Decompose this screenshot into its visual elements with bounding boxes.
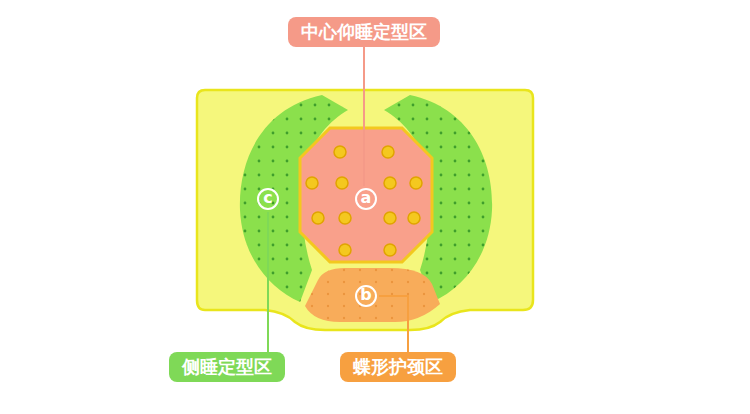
gold-bump	[382, 146, 394, 158]
gold-bump	[339, 244, 351, 256]
zone-label: 蝶形护颈区	[340, 352, 456, 382]
zone-label: 侧睡定型区	[169, 352, 285, 382]
gold-bump	[334, 146, 346, 158]
gold-bump	[336, 177, 348, 189]
gold-bump	[384, 244, 396, 256]
callout-letter-text: b	[360, 287, 371, 303]
zone-label-text: 中心仰睡定型区	[301, 20, 427, 44]
gold-bump	[312, 212, 324, 224]
gold-bump	[384, 212, 396, 224]
zone-label-text: 侧睡定型区	[182, 355, 272, 379]
callout-letter-text: a	[361, 190, 372, 206]
leader-line	[379, 296, 408, 352]
gold-bump	[408, 212, 420, 224]
butterfly-neck-dots	[305, 268, 440, 322]
gold-bump	[410, 177, 422, 189]
gold-bump	[306, 177, 318, 189]
zone-label-text: 蝶形护颈区	[353, 355, 443, 379]
zone-label: 中心仰睡定型区	[288, 17, 440, 47]
callout-letter: c	[257, 188, 279, 210]
center-back-sleep-zone	[300, 128, 432, 262]
gold-bump	[339, 212, 351, 224]
leader-line	[363, 47, 365, 186]
butterfly-neck-zone	[305, 268, 440, 322]
callout-letter-text: c	[263, 190, 272, 206]
leader-line	[267, 212, 269, 352]
gold-bump	[384, 177, 396, 189]
callout-letter: a	[355, 188, 377, 210]
callout-letter: b	[355, 285, 377, 307]
